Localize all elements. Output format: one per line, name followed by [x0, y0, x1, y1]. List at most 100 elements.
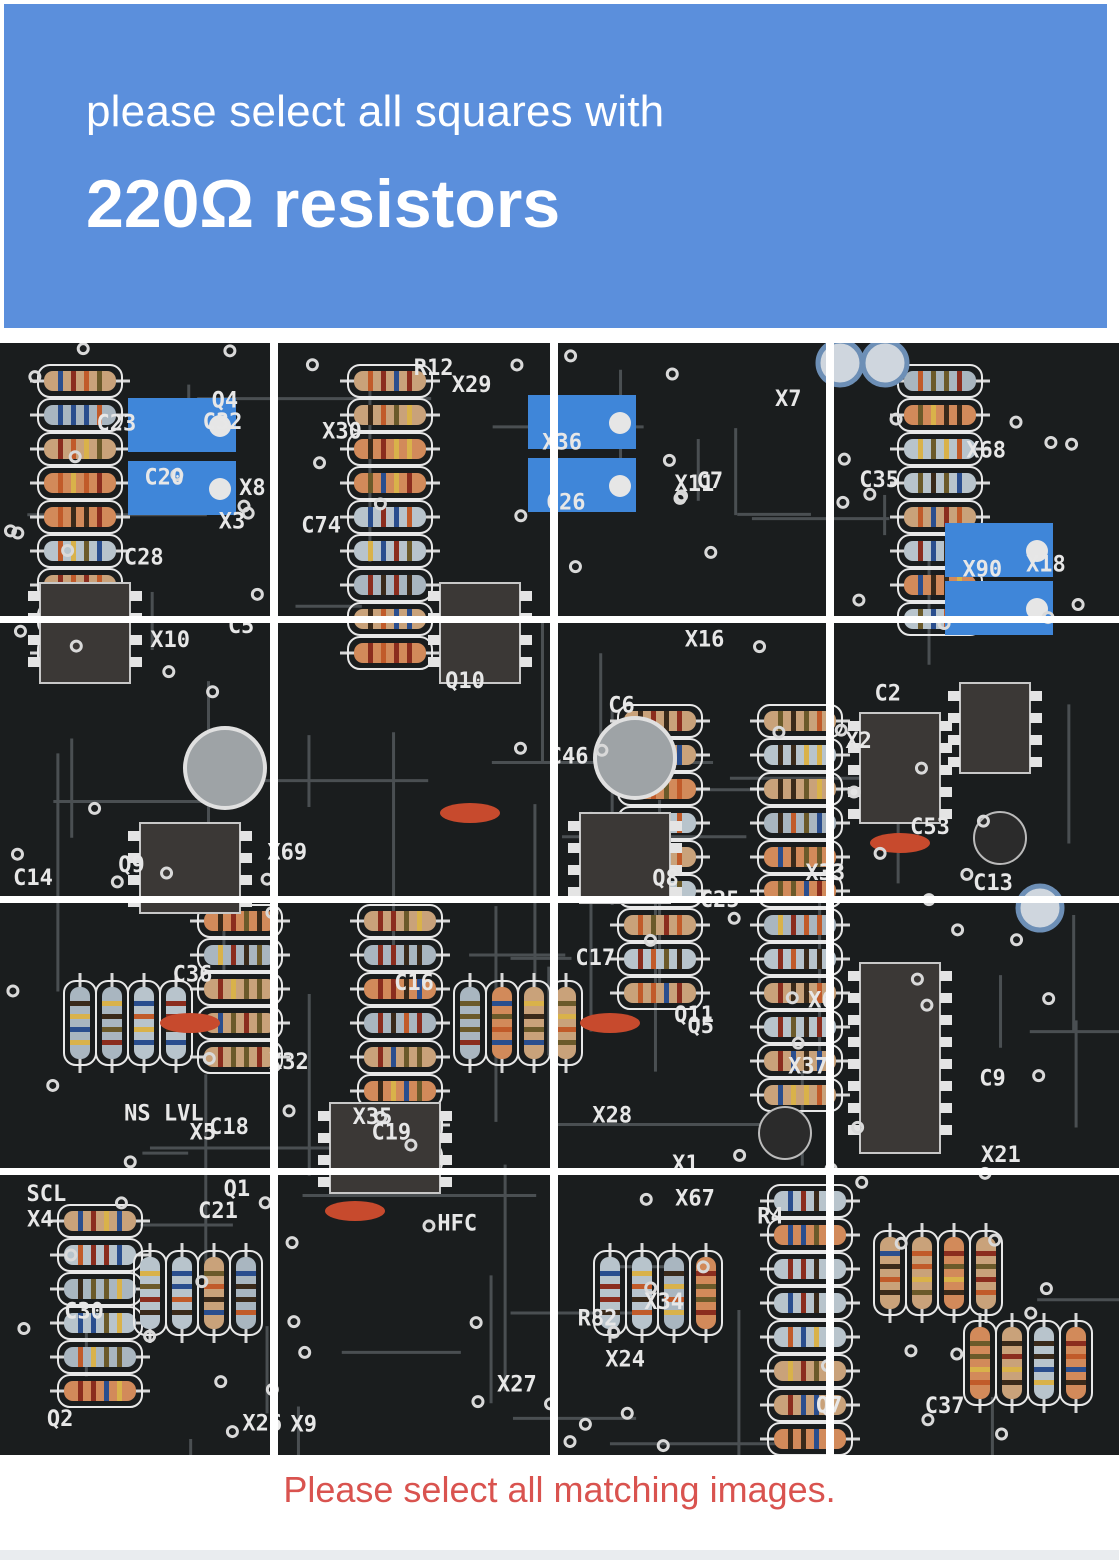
solder-pad — [1042, 992, 1056, 1006]
resistor-band — [931, 507, 936, 527]
resistor-band — [918, 541, 923, 561]
silkscreen-label: C32 — [203, 410, 243, 435]
resistor-band — [204, 1271, 224, 1276]
ic-chip — [39, 582, 131, 684]
captcha-tile-r3-c2[interactable] — [278, 903, 550, 1168]
ic-pin — [318, 1133, 330, 1143]
ic-pin — [948, 757, 960, 767]
resistor-band — [218, 945, 223, 965]
solder-pad — [753, 640, 767, 654]
resistor-band — [84, 439, 89, 459]
resistor-band — [71, 439, 76, 459]
resistor-band — [381, 439, 386, 459]
silkscreen-outline — [197, 938, 283, 972]
captcha-tile-r2-c2[interactable] — [278, 623, 550, 896]
solder-pad — [727, 911, 741, 925]
resistor-band — [912, 1264, 932, 1269]
captcha-tile-r2-c3[interactable] — [558, 623, 826, 896]
resistor-band — [104, 1279, 109, 1299]
captcha-tile-r1-c2[interactable] — [278, 343, 550, 616]
resistor-band — [804, 745, 809, 765]
resistor-band — [394, 541, 399, 561]
captcha-tile-r3-c4[interactable] — [834, 903, 1119, 1168]
ic-pin — [848, 971, 860, 981]
resistor-band — [1066, 1367, 1086, 1372]
resistor-band — [970, 1354, 990, 1359]
silkscreen-label: X2 — [845, 729, 872, 754]
trimmer-screw — [1026, 540, 1048, 562]
solder-pad — [950, 1347, 964, 1361]
resistor-band — [801, 1293, 806, 1313]
resistor-band — [931, 473, 936, 493]
captcha-tile-r3-c3[interactable] — [558, 903, 826, 1168]
silkscreen-label: Q9 — [118, 853, 145, 878]
silkscreen-label: X33 — [805, 861, 845, 886]
ic-pin — [130, 591, 142, 601]
captcha-tile-r4-c1[interactable] — [0, 1175, 270, 1455]
resistor-band — [460, 1001, 480, 1006]
ic-pin — [318, 1111, 330, 1121]
resistor-band — [134, 1001, 154, 1006]
silkscreen-outline — [57, 1374, 143, 1408]
silkscreen-label: X7 — [775, 387, 802, 412]
resistor-band — [778, 711, 783, 731]
solder-pad — [920, 998, 934, 1012]
captcha-tile-r1-c1[interactable] — [0, 343, 270, 616]
resistor-band — [788, 1327, 793, 1347]
ic-pin — [940, 1015, 952, 1025]
silkscreen-label: SCL — [26, 1182, 66, 1207]
silkscreen-label: Q11 — [674, 1003, 714, 1028]
resistor-band — [71, 473, 76, 493]
resistor-band — [778, 1085, 783, 1105]
captcha-tile-r3-c1[interactable] — [0, 903, 270, 1168]
solder-pad — [510, 358, 524, 372]
resistor-band — [58, 473, 63, 493]
resistor-band — [556, 1014, 576, 1019]
silkscreen-label: NS LVL — [124, 1102, 203, 1127]
solder-pad — [160, 866, 174, 880]
resistor-band — [801, 1225, 806, 1245]
captcha-tile-r2-c1[interactable] — [0, 623, 270, 896]
resistor-band — [381, 371, 386, 391]
silkscreen-label: X36 — [542, 430, 582, 455]
ic-pin — [240, 831, 252, 841]
solder-pad — [656, 1439, 670, 1453]
resistor-band — [931, 439, 936, 459]
captcha-tile-r2-c4[interactable] — [834, 623, 1119, 896]
captcha-tile-r1-c3[interactable] — [558, 343, 826, 616]
resistor-band — [817, 1017, 822, 1037]
resistor-band — [394, 439, 399, 459]
resistor-band — [368, 405, 373, 425]
resistor-band — [632, 1310, 652, 1315]
resistor-band — [381, 507, 386, 527]
captcha-tile-r4-c4[interactable] — [834, 1175, 1119, 1455]
solder-pad — [285, 1236, 299, 1250]
resistor-band — [492, 1040, 512, 1045]
captcha-tile-r4-c2[interactable] — [278, 1175, 550, 1455]
resistor-band — [134, 1014, 154, 1019]
resistor-band — [817, 915, 822, 935]
captcha-tile-r1-c4[interactable] — [834, 343, 1119, 616]
silkscreen-label: Q8 — [652, 866, 679, 891]
silkscreen-outline — [57, 1238, 143, 1272]
resistor-band — [58, 507, 63, 527]
grid-divider — [0, 1168, 1119, 1175]
resistor-band — [788, 1361, 793, 1381]
resistor-band — [257, 979, 262, 999]
captcha-tile-r4-c3[interactable] — [558, 1175, 826, 1455]
resistor-band — [801, 1429, 806, 1449]
silkscreen-label: X4 — [27, 1208, 54, 1233]
resistor-band — [814, 1429, 819, 1449]
silkscreen-outline — [897, 466, 983, 500]
resistor-band — [84, 405, 89, 425]
resistor-band — [814, 1293, 819, 1313]
silkscreen-outline — [347, 568, 433, 602]
solder-pad — [894, 1236, 908, 1250]
ic-pin — [848, 1059, 860, 1069]
ic-pin — [28, 635, 40, 645]
silkscreen-label: C21 — [198, 1199, 238, 1224]
resistor-band — [788, 1225, 793, 1245]
image-grid: X32X26X27X35X28X33X36C28C30C20Q1C25C26C2… — [0, 343, 1119, 1455]
resistor-band — [58, 439, 63, 459]
ceramic-capacitor — [870, 833, 930, 853]
